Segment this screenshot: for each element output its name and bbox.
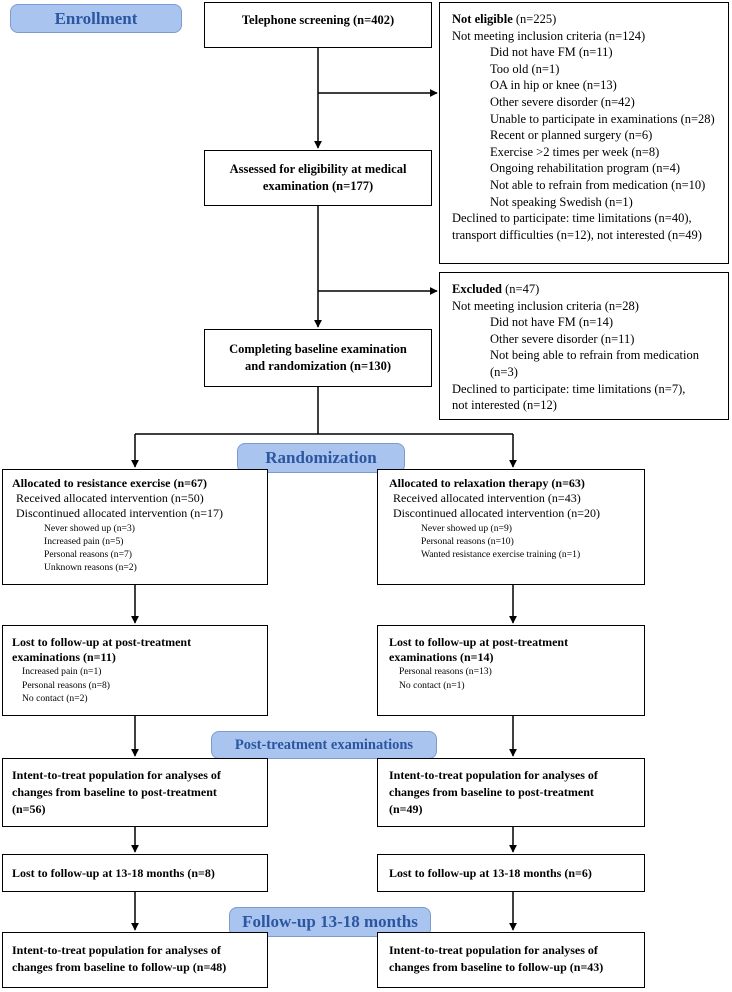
baseline-box: Completing baseline examination and rand… <box>204 329 432 387</box>
resistance-lost-post-reason: Personal reasons (n=8) <box>22 679 111 691</box>
not-eligible-reason: Recent or planned surgery (n=6) <box>490 128 653 143</box>
resistance-itt-fu-line-2: changes from baseline to follow-up (n=48… <box>12 960 227 974</box>
excluded-reason: Did not have FM (n=14) <box>490 315 614 330</box>
not-eligible-reason: Exercise >2 times per week (n=8) <box>490 144 660 159</box>
resistance-itt-post-line-2: changes from baseline to post-treatment <box>12 785 217 799</box>
relaxation-itt-post-line-3: (n=49) <box>389 802 423 816</box>
excluded-declined-1: Declined to participate: time limitation… <box>452 381 686 396</box>
relaxation-lost-fu-box: Lost to follow-up at 13-18 months (n=6) <box>377 854 645 892</box>
not-eligible-title: Not eligible <box>452 12 513 26</box>
relaxation-received: Received allocated intervention (n=43) <box>393 491 581 506</box>
resistance-lost-fu-text: Lost to follow-up at 13-18 months (n=8) <box>12 866 215 880</box>
resistance-lost-post-box: Lost to follow-up at post-treatment exam… <box>2 625 268 716</box>
relaxation-itt-fu-line-2: changes from baseline to follow-up (n=43… <box>389 960 604 974</box>
relaxation-itt-fu-line-1: Intent-to-treat population for analyses … <box>389 943 598 957</box>
excluded-declined-2: not interested (n=12) <box>452 398 557 413</box>
resistance-lost-fu-box: Lost to follow-up at 13-18 months (n=8) <box>2 854 268 892</box>
relaxation-allocated-box: Allocated to relaxation therapy (n=63) R… <box>377 469 645 585</box>
not-eligible-reason: Not able to refrain from medication (n=1… <box>490 177 706 192</box>
not-eligible-reason: Ongoing rehabilitation program (n=4) <box>490 161 680 176</box>
stage-randomization: Randomization <box>237 443 405 473</box>
not-eligible-reason: Other severe disorder (n=42) <box>490 94 635 109</box>
relaxation-lost-post-reason: No contact (n=1) <box>399 679 465 691</box>
relaxation-itt-post-line-2: changes from baseline to post-treatment <box>389 785 594 799</box>
screening-text: Telephone screening (n=402) <box>241 13 395 27</box>
screening-box: Telephone screening (n=402) <box>204 2 432 48</box>
resistance-itt-post-line-3: (n=56) <box>12 802 46 816</box>
resistance-discontinued-reason: Increased pain (n=5) <box>44 535 124 547</box>
relaxation-lost-fu-text: Lost to follow-up at 13-18 months (n=6) <box>389 866 592 880</box>
not-eligible-criteria: Not meeting inclusion criteria (n=124) <box>452 28 646 43</box>
excluded-count: (n=47) <box>502 282 540 296</box>
resistance-received: Received allocated intervention (n=50) <box>16 491 204 506</box>
relaxation-itt-fu-box: Intent-to-treat population for analyses … <box>377 932 645 988</box>
baseline-line-1: Completing baseline examination <box>229 342 407 356</box>
eligibility-line-1: Assessed for eligibility at medical <box>229 162 407 176</box>
resistance-itt-fu-box: Intent-to-treat population for analyses … <box>2 932 268 988</box>
not-eligible-reason: Did not have FM (n=11) <box>490 45 613 60</box>
resistance-allocated-box: Allocated to resistance exercise (n=67) … <box>2 469 268 585</box>
relaxation-lost-post-title-1: Lost to follow-up at post-treatment <box>389 635 569 649</box>
resistance-lost-post-title-1: Lost to follow-up at post-treatment <box>12 635 192 649</box>
eligibility-box: Assessed for eligibility at medical exam… <box>204 150 432 206</box>
relaxation-itt-post-box: Intent-to-treat population for analyses … <box>377 758 645 827</box>
not-eligible-count: (n=225) <box>512 12 557 26</box>
resistance-itt-post-box: Intent-to-treat population for analyses … <box>2 758 268 827</box>
not-eligible-reason: OA in hip or knee (n=13) <box>490 78 617 93</box>
relaxation-lost-post-box: Lost to follow-up at post-treatment exam… <box>377 625 645 716</box>
resistance-lost-post-title-2: examinations (n=11) <box>12 650 116 665</box>
baseline-line-2: and randomization (n=130) <box>244 358 392 373</box>
excluded-heading: Excluded (n=47) <box>452 281 728 298</box>
relaxation-lost-post-reason: Personal reasons (n=13) <box>399 666 492 678</box>
eligibility-line-2: examination (n=177) <box>262 178 374 193</box>
excluded-reason: Not being able to refrain from medicatio… <box>490 348 699 363</box>
not-eligible-declined-2: transport difficulties (n=12), not inter… <box>452 227 702 242</box>
resistance-discontinued-reason: Never showed up (n=3) <box>44 522 135 534</box>
relaxation-discontinued-reason: Never showed up (n=9) <box>421 522 512 534</box>
resistance-discontinued: Discontinued allocated intervention (n=1… <box>16 506 224 521</box>
not-eligible-reason: Unable to participate in examinations (n… <box>490 111 715 126</box>
resistance-lost-post-reason: Increased pain (n=1) <box>22 666 102 678</box>
resistance-lost-post-reason: No contact (n=2) <box>22 692 88 704</box>
not-eligible-heading: Not eligible (n=225) <box>452 11 728 28</box>
excluded-box: Excluded (n=47) Not meeting inclusion cr… <box>439 272 729 420</box>
excluded-criteria: Not meeting inclusion criteria (n=28) <box>452 298 639 313</box>
relaxation-itt-post-line-1: Intent-to-treat population for analyses … <box>389 768 598 782</box>
relaxation-discontinued: Discontinued allocated intervention (n=2… <box>393 506 601 521</box>
excluded-title: Excluded <box>452 282 503 296</box>
relaxation-allocated-title: Allocated to relaxation therapy (n=63) <box>389 476 585 490</box>
relaxation-lost-post-title-2: examinations (n=14) <box>389 650 494 665</box>
resistance-itt-fu-line-1: Intent-to-treat population for analyses … <box>12 943 221 957</box>
excluded-reason: (n=3) <box>490 364 518 379</box>
not-eligible-declined-1: Declined to participate: time limitation… <box>452 211 692 226</box>
relaxation-discontinued-reason: Personal reasons (n=10) <box>421 535 514 547</box>
not-eligible-box: Not eligible (n=225) Not meeting inclusi… <box>439 2 729 264</box>
stage-post-treatment: Post-treatment examinations <box>211 731 437 759</box>
relaxation-discontinued-reason: Wanted resistance exercise training (n=1… <box>421 548 581 560</box>
resistance-discontinued-reason: Unknown reasons (n=2) <box>44 561 137 573</box>
resistance-allocated-title: Allocated to resistance exercise (n=67) <box>12 476 208 490</box>
excluded-reason: Other severe disorder (n=11) <box>490 331 635 346</box>
not-eligible-reason: Not speaking Swedish (n=1) <box>490 194 633 209</box>
not-eligible-reason: Too old (n=1) <box>490 61 560 76</box>
stage-enrollment: Enrollment <box>10 4 182 33</box>
resistance-itt-post-line-1: Intent-to-treat population for analyses … <box>12 768 221 782</box>
resistance-discontinued-reason: Personal reasons (n=7) <box>44 548 133 560</box>
